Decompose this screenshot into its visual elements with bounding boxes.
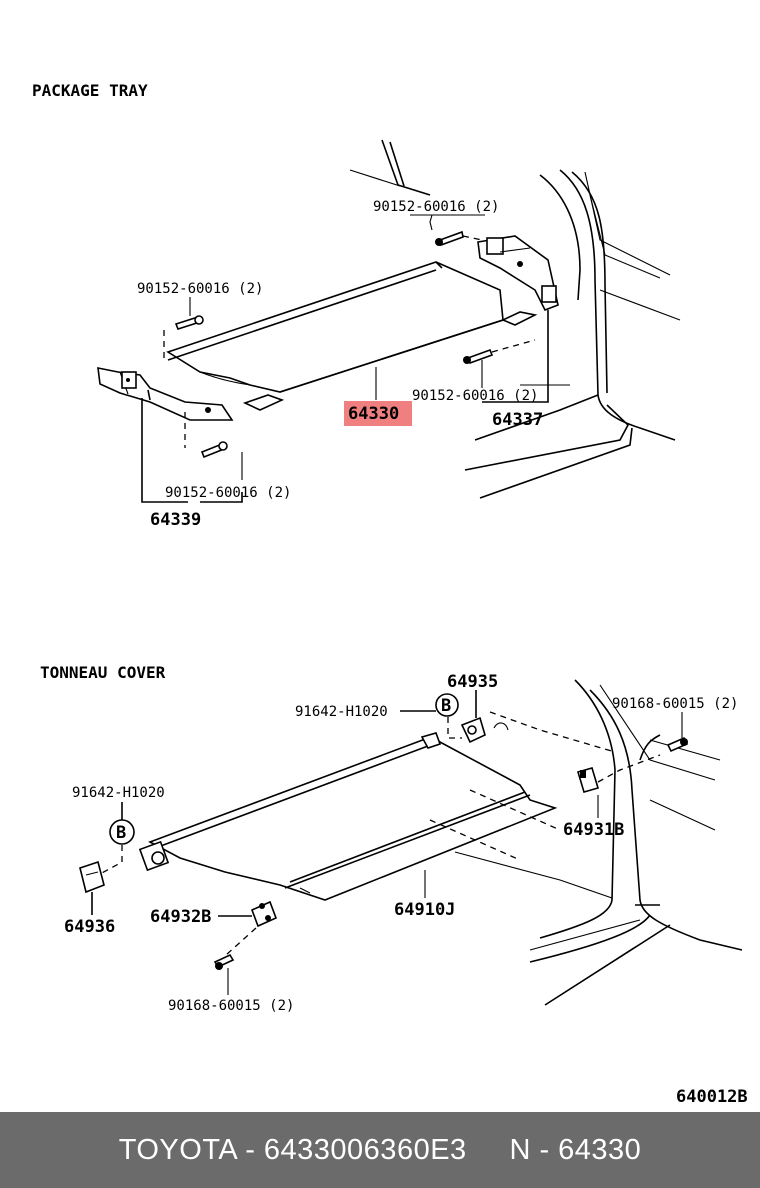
label-clip-left: 91642-H1020 [72,785,165,801]
section-title-package-tray: PACKAGE TRAY [32,81,148,100]
bracket-64339 [97,366,285,421]
label-bolt-top: 90152-60016 (2) [373,199,499,215]
car-body-upper [349,139,681,499]
label-clip-right: 91642-H1020 [295,704,388,720]
label-64339: 64339 [150,510,201,530]
badge-b-left: B [116,823,126,843]
bolt-icon-left [174,315,204,330]
screw-icon-bottom [213,953,235,970]
holder-icon-64931B [577,767,599,793]
badge-icon-b-right [435,693,459,717]
bolt-icon-right [463,348,494,365]
label-64935: 64935 [447,672,498,692]
package-tray-panel [166,261,504,393]
badge-b-right: B [441,696,451,716]
footer-text: TOYOTA - 6433006360E3 N - 64330 [118,1133,642,1166]
holder-icon-64936 [79,860,105,894]
label-64337: 64337 [492,410,543,430]
diagram-code: 640012B [676,1087,748,1107]
bolt-icon-bottom [200,441,228,459]
label-screw-right: 90168-60015 (2) [612,696,738,712]
holder-icon-64935 [460,716,486,744]
section-title-tonneau-cover: TONNEAU COVER [40,663,166,682]
label-64936: 64936 [64,917,115,937]
car-body-lower [529,679,743,1006]
label-bolt-bottom: 90152-60016 (2) [165,485,291,501]
tonneau-cover-panel [138,732,558,901]
footer-bar: TOYOTA - 6433006360E3 N - 64330 [0,1112,760,1188]
label-bolt-right: 90152-60016 (2) [412,388,538,404]
bolt-icon-top [435,230,464,247]
label-64932B: 64932B [150,907,211,927]
highlight-64330 [344,401,412,426]
parts-diagram: PACKAGE TRAY 64330 64339 [32,81,748,1107]
screw-icon-right [666,736,689,753]
label-screw-bottom: 90168-60015 (2) [168,998,294,1014]
holder-icon-64932B [250,900,278,928]
label-bolt-left: 90152-60016 (2) [137,281,263,297]
label-64910J: 64910J [394,900,455,920]
badge-icon-b-left [109,819,135,845]
label-64330: 64330 [348,404,399,424]
bracket-64337 [477,235,559,326]
label-64931B: 64931B [563,820,624,840]
